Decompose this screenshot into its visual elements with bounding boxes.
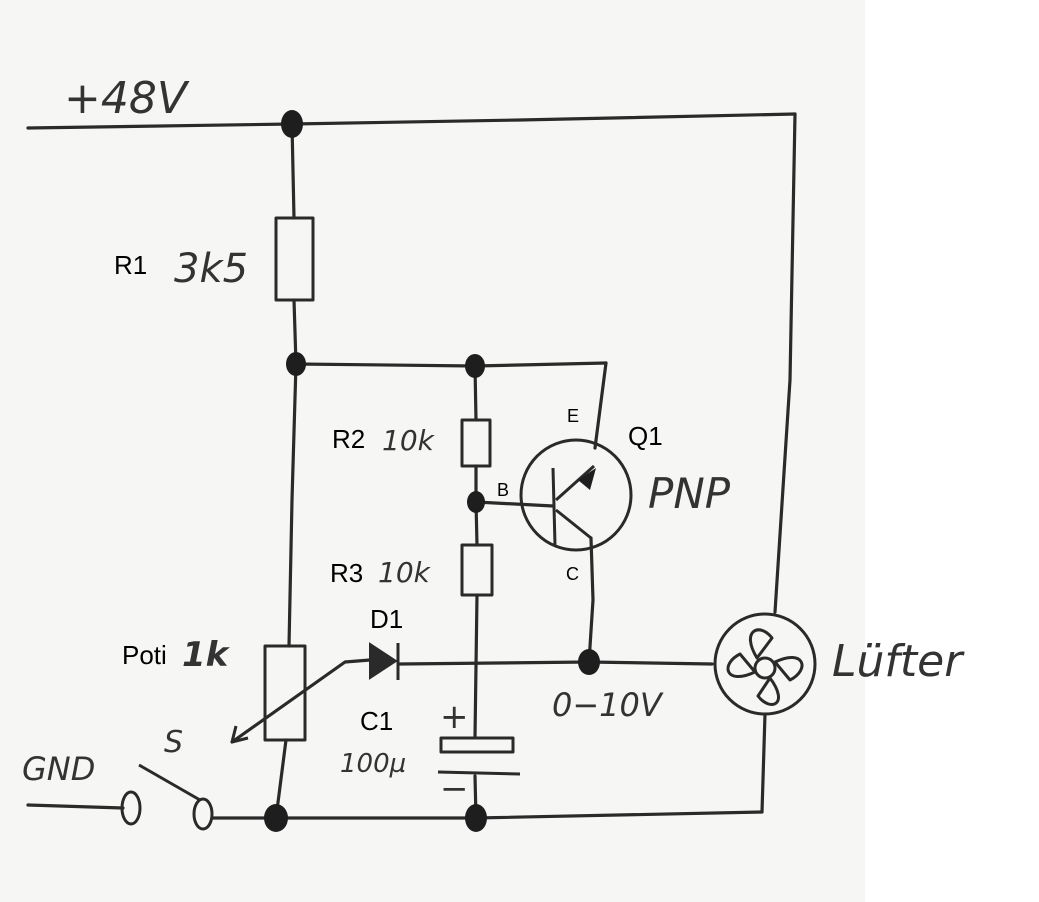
c1-minus-label: −	[440, 769, 469, 809]
output-wire	[398, 660, 714, 666]
junction-base	[467, 491, 485, 513]
switch-contact-left	[120, 790, 142, 826]
c1-ref-label: C1	[360, 706, 393, 736]
emitter-lead-wire	[593, 361, 608, 450]
fan-supply-wire	[773, 112, 797, 614]
switch-contact-right	[192, 797, 214, 831]
wiper-wire	[230, 658, 372, 744]
q1-emitter-arrow	[578, 468, 596, 490]
poti-value-label: 1k	[182, 635, 231, 675]
fan-blade-4	[726, 652, 757, 679]
junction-r1-bottom	[286, 352, 306, 376]
r2-ref-label: R2	[332, 424, 365, 454]
output-voltage-label: 0−10V	[552, 686, 664, 724]
q1-type-label: PNP	[648, 469, 731, 518]
fan-symbol	[713, 612, 817, 716]
r2-resistor	[460, 418, 492, 468]
r1-top-wire	[290, 122, 296, 220]
junction-output	[578, 649, 600, 675]
junction-dots	[264, 110, 600, 832]
gnd-label: GND	[22, 750, 95, 788]
junction-ground-left	[264, 804, 288, 832]
poti-wiper-arrow	[230, 725, 249, 744]
r1-value-label: 3k5	[174, 246, 248, 292]
paper-background	[0, 0, 865, 902]
poti-ref-label: Poti	[122, 640, 167, 670]
q1-collector-lead	[555, 508, 592, 540]
poti-top-wire	[287, 362, 298, 648]
collector-lead-wire	[587, 536, 595, 664]
fan-label: Lüfter	[832, 636, 965, 687]
poti-body	[263, 644, 307, 742]
fan-housing	[713, 612, 817, 716]
supply-rail-wire	[26, 112, 797, 130]
r3-resistor	[460, 543, 494, 597]
fan-ground-wire	[760, 712, 767, 814]
r3-ref-label: R3	[330, 558, 363, 588]
fan-blade-3	[756, 676, 780, 706]
r3-bottom-wire	[473, 593, 479, 739]
q1-base-bar	[551, 467, 557, 546]
r2-value-label: 10k	[382, 424, 436, 457]
q1-emitter-lead	[554, 464, 596, 502]
r3-value-label: 10k	[378, 556, 432, 589]
q1-base-label: B	[497, 480, 509, 500]
c1-value-label: 100µ	[340, 749, 406, 779]
c1-plus-label: +	[440, 697, 469, 737]
ground-rail-wire	[210, 810, 764, 820]
fan-blade-2	[773, 655, 804, 682]
junction-r2-top	[465, 354, 485, 378]
d1-ref-label: D1	[370, 604, 403, 634]
d1-diode	[369, 642, 400, 680]
junction-ground-cap	[465, 804, 487, 832]
r1-ref-label: R1	[114, 250, 147, 280]
base-wire	[474, 500, 555, 508]
q1-ref-label: Q1	[628, 421, 663, 451]
switch-s	[120, 763, 214, 831]
switch-label: S	[164, 725, 183, 760]
q1-envelope	[519, 438, 633, 552]
switch-lever	[138, 763, 201, 802]
fan-blade-1	[749, 628, 774, 660]
q1-transistor	[519, 438, 633, 552]
q1-emitter-label: E	[567, 406, 579, 426]
c1-capacitor	[437, 736, 521, 776]
r1-resistor	[274, 216, 315, 302]
supply-label: +48V	[64, 73, 190, 124]
fan-hub	[753, 656, 777, 680]
q1-collector-label: C	[566, 564, 579, 584]
junction-supply	[281, 110, 303, 138]
gnd-lead-wire	[26, 803, 125, 810]
